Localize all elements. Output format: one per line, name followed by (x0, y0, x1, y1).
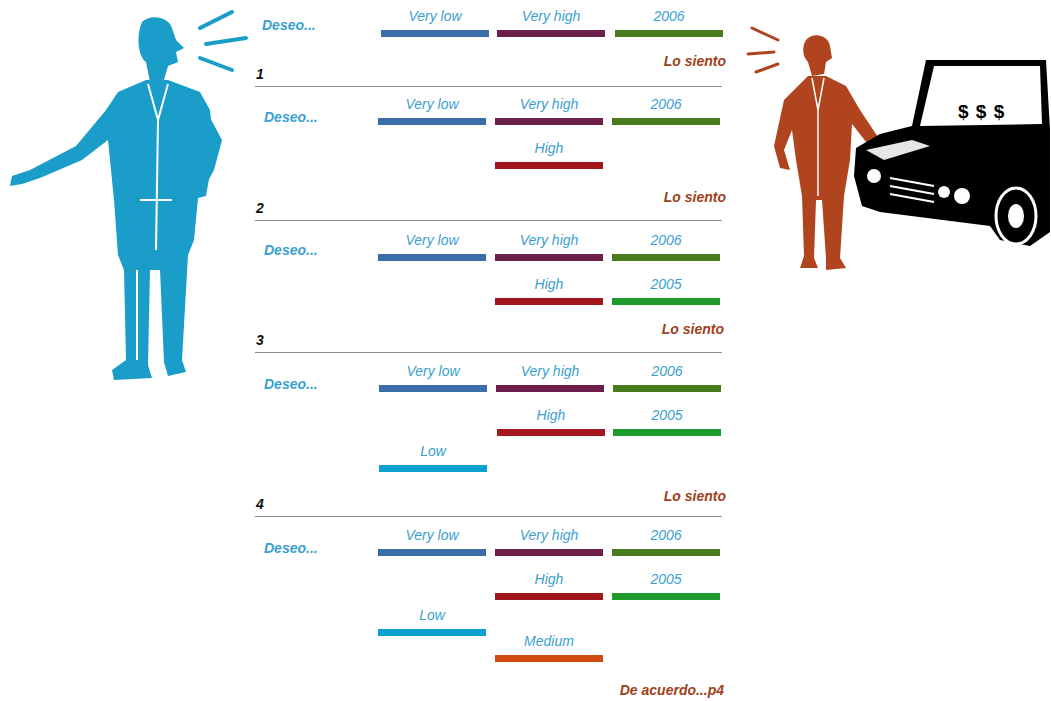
offer-band (379, 385, 487, 392)
offer-text: Very low (379, 362, 487, 380)
offer-band (612, 254, 720, 261)
offer-band (612, 118, 720, 125)
buyer-voice-lines (200, 12, 246, 70)
offer-bar: Very low (379, 362, 487, 392)
offer-text: 2006 (612, 231, 720, 249)
offer-text: 2006 (615, 7, 723, 25)
reply-line: Lo siento (662, 320, 724, 338)
offer-band (612, 593, 720, 600)
step-number: 4 (256, 495, 264, 513)
offer-bar: Low (379, 442, 487, 472)
offer-text: 2005 (613, 406, 721, 424)
step-number: 1 (256, 65, 264, 83)
speaker-line: Deseo... (264, 241, 318, 259)
offer-band (495, 549, 603, 556)
offer-bar: Very high (497, 7, 605, 37)
offer-bar: 2005 (612, 570, 720, 600)
offer-band (613, 429, 721, 436)
reply-line: Lo siento (664, 188, 726, 206)
step-number: 3 (256, 331, 264, 349)
buyer-figure (10, 17, 222, 380)
offer-band (495, 254, 603, 261)
offer-bar: Very high (496, 362, 604, 392)
offer-band (612, 298, 720, 305)
offer-text: 2005 (612, 570, 720, 588)
offer-bar: Medium (495, 632, 603, 662)
offer-bar: Very low (378, 526, 486, 556)
offer-text: Low (379, 442, 487, 460)
offer-bar: Very low (378, 95, 486, 125)
offer-text: Low (378, 606, 486, 624)
offer-band (495, 118, 603, 125)
offer-bar: 2006 (612, 95, 720, 125)
offer-bar: High (497, 406, 605, 436)
offer-text: High (495, 139, 603, 157)
seller-voice-lines (748, 28, 778, 72)
offer-text: Very low (378, 526, 486, 544)
offer-bar: Very high (495, 526, 603, 556)
offer-bar: High (495, 570, 603, 600)
offer-bar: High (495, 275, 603, 305)
offer-bar: 2005 (612, 275, 720, 305)
offer-band (495, 593, 603, 600)
offer-band (378, 549, 486, 556)
offer-bar: Very high (495, 231, 603, 261)
offer-bar: Very low (378, 231, 486, 261)
offer-band (381, 30, 489, 37)
offer-text: 2006 (613, 362, 721, 380)
offer-bar: Low (378, 606, 486, 636)
offer-text: High (495, 275, 603, 293)
offer-text: Very high (495, 231, 603, 249)
speaker-line: Deseo... (264, 375, 318, 393)
offer-band (495, 655, 603, 662)
offer-bar: Very high (495, 95, 603, 125)
offer-bar: High (495, 139, 603, 169)
offer-text: High (495, 570, 603, 588)
car-illustration (854, 60, 1050, 246)
reply-line: Lo siento (664, 487, 726, 505)
offer-text: 2005 (612, 275, 720, 293)
offer-band (497, 429, 605, 436)
speaker-line: Deseo... (262, 16, 316, 34)
price-sign: $ $ $ (958, 101, 1005, 123)
offer-band (613, 385, 721, 392)
offer-bar: Very low (381, 7, 489, 37)
offer-band (615, 30, 723, 37)
seller-suit-lines (812, 78, 824, 196)
reply-line: Lo siento (664, 52, 726, 70)
offer-text: 2006 (612, 526, 720, 544)
offer-band (495, 298, 603, 305)
step-number: 2 (256, 199, 264, 217)
offer-band (495, 162, 603, 169)
speaker-line: Deseo... (264, 539, 318, 557)
offer-band (379, 465, 487, 472)
offer-text: Very high (496, 362, 604, 380)
offer-bar: 2006 (613, 362, 721, 392)
offer-text: Medium (495, 632, 603, 650)
offer-text: 2006 (612, 95, 720, 113)
offer-bar: 2006 (612, 526, 720, 556)
offer-band (378, 629, 486, 636)
offer-text: Very high (497, 7, 605, 25)
offer-text: Very low (378, 95, 486, 113)
separator-rule (255, 87, 722, 517)
offer-band (612, 549, 720, 556)
offer-band (497, 30, 605, 37)
offer-band (378, 118, 486, 125)
offer-bar: 2006 (612, 231, 720, 261)
speaker-line: Deseo... (264, 108, 318, 126)
offer-text: Very low (381, 7, 489, 25)
offer-text: High (497, 406, 605, 424)
buyer-suit-lines (137, 84, 172, 360)
reply-line: De acuerdo...p4 (620, 681, 724, 699)
offer-text: Very high (495, 526, 603, 544)
offer-text: Very low (378, 231, 486, 249)
offer-band (496, 385, 604, 392)
offer-band (378, 254, 486, 261)
offer-text: Very high (495, 95, 603, 113)
offer-bar: 2005 (613, 406, 721, 436)
offer-bar: 2006 (615, 7, 723, 37)
